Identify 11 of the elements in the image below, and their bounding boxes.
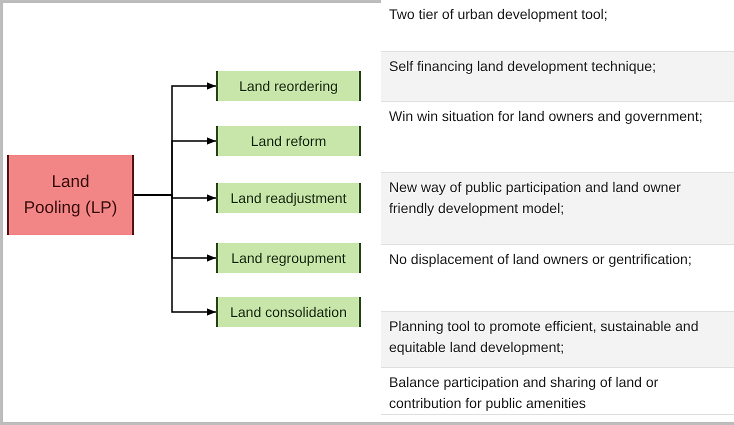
category-box: Land readjustment [216, 183, 361, 213]
category-box: Land reform [216, 126, 361, 156]
category-box: Land regroupment [216, 243, 361, 273]
list-row: Two tier of urban development tool; [381, 0, 734, 52]
list-row: Self financing land development technique; [381, 52, 734, 102]
category-box: Land consolidation [216, 297, 361, 327]
root-box: Land Pooling (LP) [7, 155, 134, 235]
category-box: Land reordering [216, 71, 361, 101]
list-row: Planning tool to promote efficient, sustainable and equitable land development; [381, 312, 734, 368]
list-row: New way of public participation and land owner friendly development model; [381, 173, 734, 245]
arrow [134, 194, 216, 316]
